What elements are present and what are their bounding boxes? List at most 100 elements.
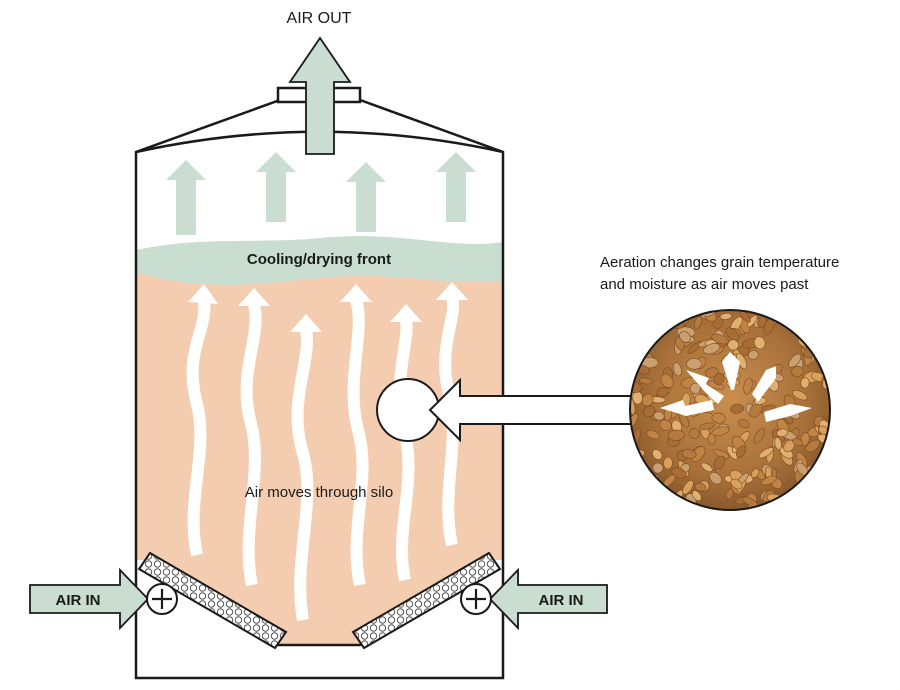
grain-kernel (681, 449, 697, 459)
grain-kernel (634, 333, 647, 350)
grain-kernel (753, 428, 766, 444)
grain-kernel (788, 353, 802, 368)
grain-kernel (630, 397, 636, 415)
grain-kernel (640, 331, 653, 340)
grain-kernel (809, 311, 821, 323)
grain-kernel (776, 501, 790, 510)
grain-kernel (791, 499, 802, 510)
grain-kernel (713, 455, 726, 470)
grain-kernel (748, 350, 759, 360)
grain-kernel (750, 468, 760, 479)
grain-kernel (699, 422, 715, 430)
headspace-air-arrows (166, 152, 476, 235)
grain-kernel (761, 475, 777, 486)
grain-kernel (730, 478, 743, 490)
grain-kernel (823, 475, 830, 490)
grain-kernel (652, 462, 664, 474)
grain-kernel (645, 477, 657, 494)
grain-kernel (792, 390, 808, 401)
grain-kernel (646, 430, 661, 440)
grain-kernel (813, 466, 830, 477)
grain-kernel (811, 490, 822, 504)
grain-kernel (711, 333, 729, 345)
grain-kernel (693, 316, 703, 329)
air-moves-label: Air moves through silo (245, 484, 393, 501)
grain-kernel (642, 405, 656, 417)
grain-kernel (713, 373, 725, 385)
right-air-in-label: AIR IN (539, 592, 584, 609)
grain-kernel (808, 475, 820, 488)
grain-kernel (707, 433, 716, 445)
grain-kernel (660, 373, 674, 389)
right-fan (460, 583, 492, 615)
cooling-drying-front (136, 236, 503, 285)
grain-kernel (789, 497, 797, 510)
magnify-pointer-arrow (428, 377, 632, 443)
grain-kernel (639, 377, 653, 385)
note-line-2: and moisture as air moves past (600, 276, 809, 293)
grain-kernel (692, 490, 702, 502)
grain-kernel (776, 428, 789, 438)
grain-kernel (803, 488, 815, 504)
grain-kernel (667, 429, 685, 441)
grain-kernel (641, 486, 655, 497)
grain-kernel (806, 319, 818, 336)
grain-kernel (671, 467, 687, 479)
grain-kernel (647, 314, 660, 326)
grain-kernel (797, 310, 809, 320)
grain-kernel (637, 314, 651, 324)
air-out-arrow (288, 36, 352, 155)
grain-airflow-arrowheads (188, 282, 468, 332)
grain-kernel (631, 482, 643, 499)
grain-kernel (774, 437, 782, 451)
grain-kernel (672, 362, 682, 377)
grain-kernel (650, 315, 660, 329)
grain-kernel (686, 358, 703, 370)
plus-icon (466, 589, 486, 609)
plus-icon (152, 589, 172, 609)
grain-kernel (800, 432, 810, 447)
grain-kernel (736, 445, 746, 458)
grain-kernel (791, 365, 804, 377)
grain-kernel (813, 483, 828, 500)
grain-kernel (803, 316, 814, 329)
grain-kernel (719, 312, 733, 320)
grain-kernel (809, 481, 820, 494)
grain-closeup (629, 309, 831, 511)
grain-kernel (679, 331, 691, 343)
grain-airflow-arrows (186, 296, 460, 622)
grain-kernel (711, 412, 726, 424)
grain-kernel (801, 493, 810, 507)
grain-kernel (758, 447, 774, 459)
grain-kernel (640, 493, 656, 506)
grain-kernel (725, 488, 734, 500)
grain-kernel (792, 437, 803, 447)
grain-mass (136, 270, 503, 645)
grain-kernel (637, 318, 646, 332)
grain-kernel (753, 336, 766, 350)
grain-kernel (791, 489, 810, 499)
grain-kernel (660, 500, 668, 510)
grain-kernel (650, 496, 665, 507)
front-label: Cooling/drying front (247, 251, 391, 268)
right-air-in-arrow (488, 567, 608, 631)
grain-kernel (682, 480, 694, 495)
grain-kernel (725, 327, 740, 341)
grain-kernel (630, 493, 642, 507)
grain-kernel (817, 471, 826, 484)
grain-kernel (700, 462, 713, 473)
grain-kernel (703, 343, 721, 355)
grain-kernel (689, 428, 700, 439)
grain-kernel (694, 482, 707, 492)
grain-kernel (652, 449, 663, 460)
air-out-label: AIR OUT (287, 10, 352, 27)
grain-kernel (737, 419, 750, 429)
grain-kernel (656, 386, 669, 398)
grain-kernel (671, 310, 681, 319)
grain-kernel (743, 377, 753, 395)
left-fan (146, 583, 178, 615)
grain-kernel (663, 456, 673, 470)
note-line-1: Aeration changes grain temperature (600, 254, 839, 271)
grain-kernel (727, 339, 739, 351)
